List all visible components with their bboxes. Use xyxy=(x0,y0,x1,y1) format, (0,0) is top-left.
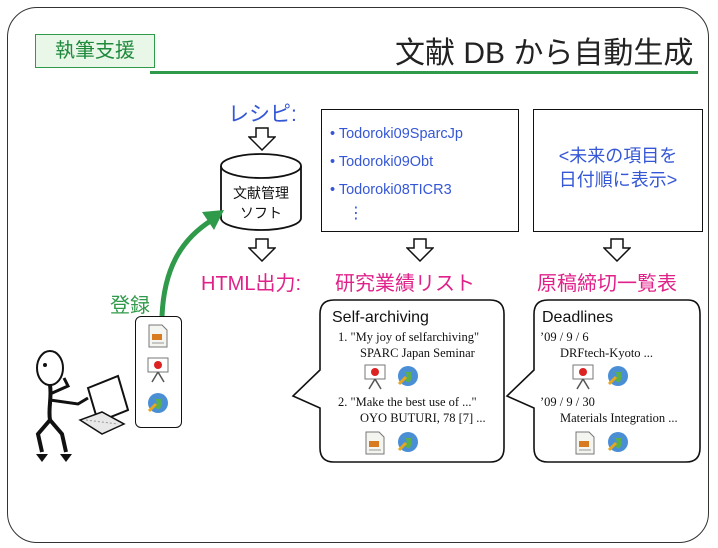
reference-item[interactable]: • Todoroki09SparcJp xyxy=(330,126,463,142)
self-archiving-entry-1-line1[interactable]: 1. "My joy of selfarchiving" xyxy=(338,330,480,344)
globe-icon[interactable] xyxy=(396,430,420,454)
self-archiving-title: Self-archiving xyxy=(332,309,429,326)
future-items-line1: <未来の項目を xyxy=(558,146,678,166)
deadline-entry-2-date: ’09 / 9 / 30 xyxy=(540,395,595,409)
database-icon xyxy=(220,153,302,231)
self-archiving-callout-shape xyxy=(291,299,505,463)
deadline-entry-2-event[interactable]: Materials Integration ... xyxy=(560,411,678,425)
deadline-list-label: 原稿締切一覧表 xyxy=(537,273,677,295)
down-arrow-icon xyxy=(603,238,631,262)
html-output-label: HTML出力: xyxy=(201,273,301,295)
self-archiving-entry-1-line2: SPARC Japan Seminar xyxy=(360,346,475,360)
self-archiving-entry-2-line1[interactable]: 2. "Make the best use of ..." xyxy=(338,395,477,409)
register-arrow-icon xyxy=(159,210,224,317)
page-title: 文献 DB から自動生成 xyxy=(395,37,694,70)
database-label-line1: 文献管理 xyxy=(233,185,289,201)
person-with-laptop xyxy=(35,350,130,462)
documents-panel xyxy=(135,316,182,428)
future-items-box: <未来の項目を 日付順に表示> xyxy=(533,109,703,232)
deadlines-callout-shape xyxy=(505,299,701,463)
document-icon xyxy=(148,324,168,348)
globe-icon[interactable] xyxy=(606,430,630,454)
deadline-entry-1-event[interactable]: DRFtech-Kyoto ... xyxy=(560,346,654,360)
globe-icon xyxy=(147,393,168,413)
database-label: 文献管理 ソフト xyxy=(218,183,304,223)
recipe-label: レシピ: xyxy=(228,103,297,126)
reference-list-box: • Todoroki09SparcJp • Todoroki09Obt • To… xyxy=(321,109,519,232)
deadlines-title: Deadlines xyxy=(542,309,614,326)
down-arrow-icon xyxy=(406,238,434,262)
self-archiving-callout: Self-archiving xyxy=(332,309,429,327)
presentation-icon[interactable] xyxy=(364,364,386,390)
database-label-line2: ソフト xyxy=(240,205,282,221)
self-archiving-entry-2-line2: OYO BUTURI, 78 [7] ... xyxy=(360,411,486,425)
down-arrow-icon xyxy=(248,238,276,262)
presentation-icon xyxy=(147,357,169,383)
deadline-entry-1-date: ’09 / 9 / 6 xyxy=(540,330,589,344)
section-tag: 執筆支援 xyxy=(35,34,155,68)
down-arrow-icon xyxy=(248,127,276,151)
reference-item[interactable]: • Todoroki09Obt xyxy=(330,154,434,170)
globe-icon[interactable] xyxy=(606,364,630,388)
globe-icon[interactable] xyxy=(396,364,420,388)
document-icon[interactable] xyxy=(574,431,596,455)
research-list-label: 研究業績リスト xyxy=(335,273,475,295)
person-icon xyxy=(35,350,89,462)
laptop-icon xyxy=(78,374,130,435)
presentation-icon[interactable] xyxy=(572,364,594,390)
title-underline xyxy=(150,71,698,74)
reference-ellipsis: ⋮ xyxy=(348,205,364,222)
reference-item[interactable]: • Todoroki08TICR3 xyxy=(330,182,452,198)
document-icon[interactable] xyxy=(364,431,386,455)
register-label: 登録 xyxy=(110,295,150,317)
future-items-line2: 日付順に表示> xyxy=(558,170,678,190)
